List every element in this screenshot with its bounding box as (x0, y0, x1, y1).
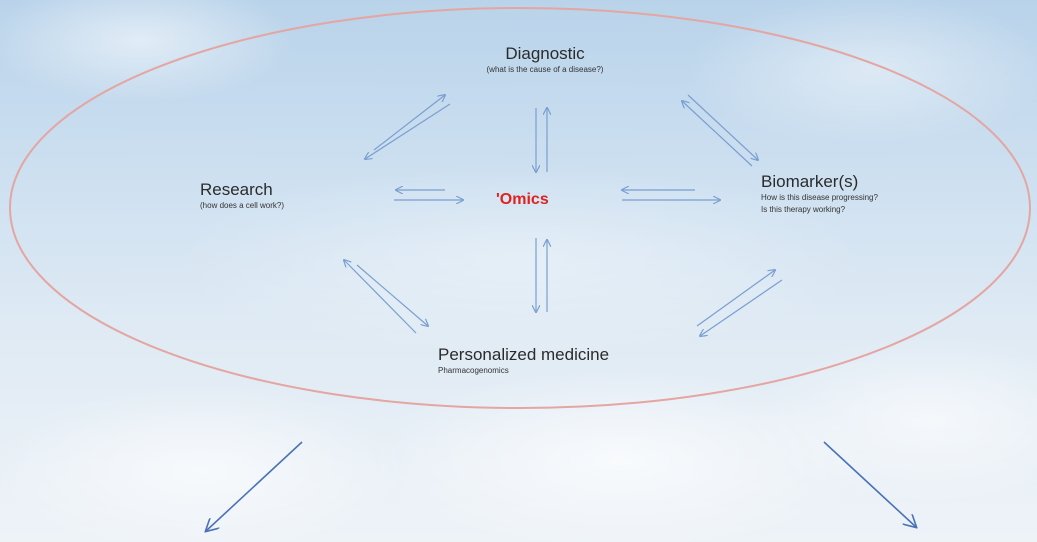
arrow-biomarkers-to-personalized (700, 279, 783, 336)
omics-center-label: 'Omics (496, 191, 549, 208)
personalized-subtitle: Pharmacogenomics (438, 366, 509, 375)
arrow-personalized-to-biomarkers (696, 270, 775, 327)
diagnostic-subtitle: (what is the cause of a disease?) (486, 65, 604, 74)
arrow-research-to-diagnostic (373, 95, 445, 151)
biomarkers-title: Biomarker(s) (761, 172, 859, 191)
arrow-diagnostic-to-biomarkers (687, 94, 758, 160)
arrow-biomarkers-to-diagnostic (682, 101, 753, 167)
biomarkers-subtitle-line1: How is this disease progressing? (761, 193, 878, 202)
arrow-personalized-to-research (344, 260, 417, 334)
arrow-research-to-personalized (356, 264, 428, 326)
diagnostic-title: Diagnostic (505, 44, 585, 63)
arrow-diagnostic-to-research (365, 103, 451, 159)
node-diagnostic: Diagnostic (what is the cause of a disea… (440, 44, 650, 76)
biomarkers-subtitle-line2: Is this therapy working? (761, 205, 846, 214)
node-biomarkers: Biomarker(s) How is this disease progres… (761, 172, 878, 216)
down-right-arrow (823, 441, 916, 527)
node-personalized-medicine: Personalized medicine Pharmacogenomics (438, 345, 609, 377)
personalized-title: Personalized medicine (438, 345, 610, 364)
omics-ellipse (9, 7, 1031, 409)
research-subtitle: (how does a cell work?) (200, 201, 285, 210)
down-left-arrow (206, 441, 303, 531)
research-title: Research (200, 180, 273, 199)
node-research: Research (how does a cell work?) (200, 180, 284, 212)
